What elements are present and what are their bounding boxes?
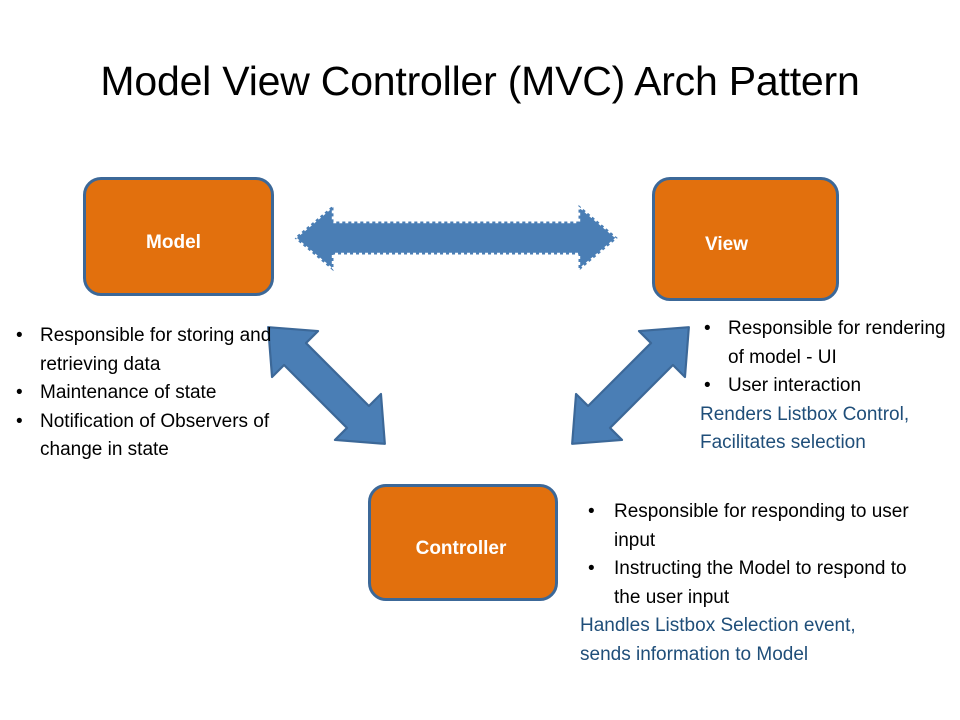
node-view[interactable]: View (652, 177, 839, 301)
node-model-label: Model (146, 232, 201, 253)
controller-bullet-list: Responsible for responding to user input… (580, 498, 910, 612)
node-controller-label: Controller (415, 538, 507, 559)
model-description-block: Responsible for storing and retrieving d… (10, 322, 300, 465)
model-bullet-list: Responsible for storing and retrieving d… (10, 322, 300, 465)
node-view-label: View (705, 233, 748, 255)
list-item: Responsible for storing and retrieving d… (10, 322, 300, 379)
list-item: Notification of Observers of change in s… (10, 408, 300, 465)
view-description-block: Responsible for rendering of model - UI … (700, 315, 958, 458)
model-view-double-arrow (293, 203, 619, 273)
list-item: User interaction (700, 372, 958, 401)
page-title: Model View Controller (MVC) Arch Pattern (100, 58, 860, 104)
view-note: Renders Listbox Control, Facilitates sel… (700, 403, 910, 454)
node-controller[interactable]: Controller (368, 484, 558, 601)
controller-note: Handles Listbox Selection event, sends i… (580, 615, 856, 665)
node-model[interactable]: Model (83, 177, 274, 296)
list-item: Responsible for responding to user input (580, 498, 910, 555)
view-bullet-list: Responsible for rendering of model - UI … (700, 315, 958, 401)
list-item: Responsible for rendering of model - UI (700, 315, 958, 372)
controller-view-double-arrow (571, 326, 690, 445)
controller-description-block: Responsible for responding to user input… (580, 498, 910, 669)
list-item: Maintenance of state (10, 379, 300, 408)
list-item: Instructing the Model to respond to the … (580, 555, 910, 612)
